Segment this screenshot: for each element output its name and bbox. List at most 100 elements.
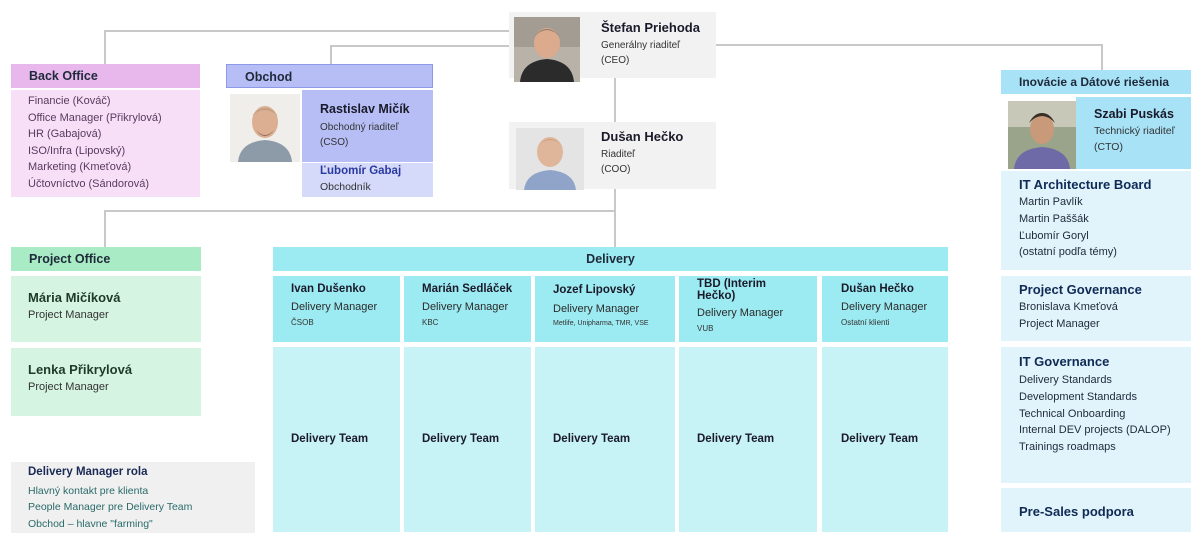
list-item: Project Manager	[1019, 317, 1100, 330]
ceo-abbr: (CEO)	[601, 55, 630, 66]
list-item: Martin Pavlík	[1019, 196, 1083, 208]
list-item: Hlavný kontakt pre klienta	[28, 485, 149, 497]
dm-name: Dušan Hečko	[841, 283, 914, 295]
connector-line	[330, 45, 509, 47]
list-item: Trainings roadmaps	[1019, 441, 1116, 454]
dm-name: TBD (Interim Hečko)	[697, 278, 766, 302]
cso-role: Obchodný riaditeľ	[320, 122, 399, 133]
it-architecture-title: IT Architecture Board	[1019, 177, 1152, 192]
delivery-manager-role-box: Delivery Manager rola Hlavný kontakt pre…	[11, 462, 255, 533]
cso-info-bg	[302, 90, 433, 162]
delivery-team: Delivery Team	[404, 347, 531, 532]
coo-role: Riaditeľ	[601, 149, 636, 160]
pm-name: Mária Mičíková	[28, 290, 121, 305]
cso-abbr: (CSO)	[320, 137, 349, 148]
back-office-list: Financie (Kováč) Office Manager (Přikryl…	[28, 93, 162, 193]
delivery-team: Delivery Team	[822, 347, 948, 532]
connector-line	[614, 78, 616, 122]
presales-support: Pre-Sales podpora	[1001, 488, 1191, 532]
sales-role: Obchodník	[320, 181, 371, 193]
it-architecture-board: IT Architecture Board Martin Pavlík Mart…	[1001, 171, 1191, 270]
list-item: (ostatní podľa témy)	[1019, 246, 1117, 259]
list-item: Development Standards	[1019, 390, 1138, 403]
dm-name: Jozef Lipovský	[553, 284, 636, 296]
delivery-team-label: Delivery Team	[553, 433, 631, 445]
list-item: Martin Paššák	[1019, 212, 1089, 225]
cto-card: Szabi Puskás Technický riaditeľ (CTO)	[1001, 97, 1191, 169]
connector-line	[1101, 44, 1103, 70]
delivery-manager-card: Ivan Dušenko Delivery Manager ČSOB	[273, 276, 400, 342]
cso-name: Rastislav Mičík	[320, 102, 410, 116]
cso-photo	[230, 94, 300, 162]
it-governance: IT Governance Delivery Standards Develop…	[1001, 347, 1191, 483]
pm-name: Lenka Přikrylová	[28, 362, 133, 377]
dm-role-list: Hlavný kontakt pre klienta People Manage…	[28, 483, 192, 532]
ceo-name: Štefan Priehoda	[601, 20, 700, 35]
connector-line	[614, 189, 616, 210]
list-item: Delivery Standards	[1019, 374, 1112, 386]
dm-role: Delivery Manager	[422, 301, 509, 313]
dm-client: KBC	[422, 318, 439, 327]
cto-name: Szabi Puskás	[1094, 107, 1174, 121]
delivery-team-label: Delivery Team	[697, 433, 775, 445]
delivery-team: Delivery Team	[679, 347, 817, 532]
cto-info-bg	[1076, 97, 1191, 169]
dm-role: Delivery Manager	[291, 301, 378, 313]
coo-card: Dušan Hečko Riaditeľ (COO)	[509, 122, 716, 190]
dm-client: ČSOB	[291, 318, 314, 327]
connector-line	[715, 44, 1103, 46]
delivery-manager-card: TBD (Interim Hečko) Delivery Manager VUB	[679, 276, 817, 342]
list-item: Internal DEV projects (DALOP)	[1019, 424, 1171, 437]
delivery-manager-card: Marián Sedláček Delivery Manager KBC	[404, 276, 531, 342]
it-architecture-list: Martin Pavlík Martin Paššák Ľubomír Gory…	[1019, 194, 1117, 261]
dm-name: Marián Sedláček	[422, 283, 513, 295]
obchod-sales-card: Ľubomír Gabaj Obchodník	[302, 163, 433, 197]
delivery-team-label: Delivery Team	[291, 433, 369, 445]
dm-role: Delivery Manager	[841, 301, 928, 313]
connector-line	[104, 30, 509, 32]
list-item: Obchod – hlavne "farming"	[28, 517, 153, 530]
cto-role: Technický riaditeľ	[1094, 125, 1175, 137]
list-item: Office Manager (Přikrylová)	[28, 111, 162, 124]
project-office-header: Project Office	[11, 247, 201, 271]
list-item: Bronislava Kmeťová	[1019, 301, 1118, 313]
dm-role: Delivery Manager	[697, 307, 784, 319]
list-item: People Manager pre Delivery Team	[28, 501, 193, 514]
list-item: Technical Onboarding	[1019, 407, 1126, 420]
list-item: Marketing (Kmeťová)	[28, 161, 132, 174]
dm-client: Metlife, Unipharma, TMR, VSE	[553, 320, 649, 327]
connector-line	[104, 210, 616, 212]
pm-card-1: Mária Mičíková Project Manager	[11, 276, 201, 342]
coo-photo	[516, 128, 584, 190]
obchod-header: Obchod	[226, 64, 433, 88]
cto-photo	[1008, 101, 1076, 169]
pm-role: Project Manager	[28, 381, 109, 393]
pm-role: Project Manager	[28, 309, 109, 321]
delivery-title: Delivery	[586, 252, 635, 266]
connector-line	[330, 45, 332, 64]
it-governance-list: Delivery Standards Development Standards…	[1019, 372, 1171, 456]
dm-client: VUB	[697, 324, 714, 333]
innovation-header: Inovácie a Dátové riešenia	[1001, 70, 1191, 94]
dm-role-title: Delivery Manager rola	[28, 466, 148, 478]
dm-name: Ivan Dušenko	[291, 283, 366, 295]
delivery-team-label: Delivery Team	[841, 433, 919, 445]
back-office-header: Back Office	[11, 64, 200, 88]
project-governance-list: Bronislava Kmeťová Project Manager	[1019, 299, 1118, 333]
presales-title: Pre-Sales podpora	[1019, 504, 1134, 519]
list-item: Účtovníctvo (Sándorová)	[28, 177, 150, 190]
delivery-manager-card: Jozef Lipovský Delivery Manager Metlife,…	[535, 276, 675, 342]
cto-abbr: (CTO)	[1094, 141, 1123, 153]
ceo-photo	[514, 17, 580, 82]
coo-abbr: (COO)	[601, 164, 631, 175]
delivery-manager-card: Dušan Hečko Delivery Manager Ostatní kli…	[822, 276, 948, 342]
connector-line	[614, 210, 616, 247]
list-item: Financie (Kováč)	[28, 95, 111, 107]
project-governance-title: Project Governance	[1019, 282, 1142, 297]
dm-client: Ostatní klienti	[841, 318, 890, 327]
list-item: Ľubomír Goryl	[1019, 229, 1089, 242]
list-item: HR (Gabajová)	[28, 128, 102, 141]
it-governance-title: IT Governance	[1019, 354, 1110, 369]
delivery-team: Delivery Team	[273, 347, 400, 532]
project-governance: Project Governance Bronislava Kmeťová Pr…	[1001, 276, 1191, 341]
